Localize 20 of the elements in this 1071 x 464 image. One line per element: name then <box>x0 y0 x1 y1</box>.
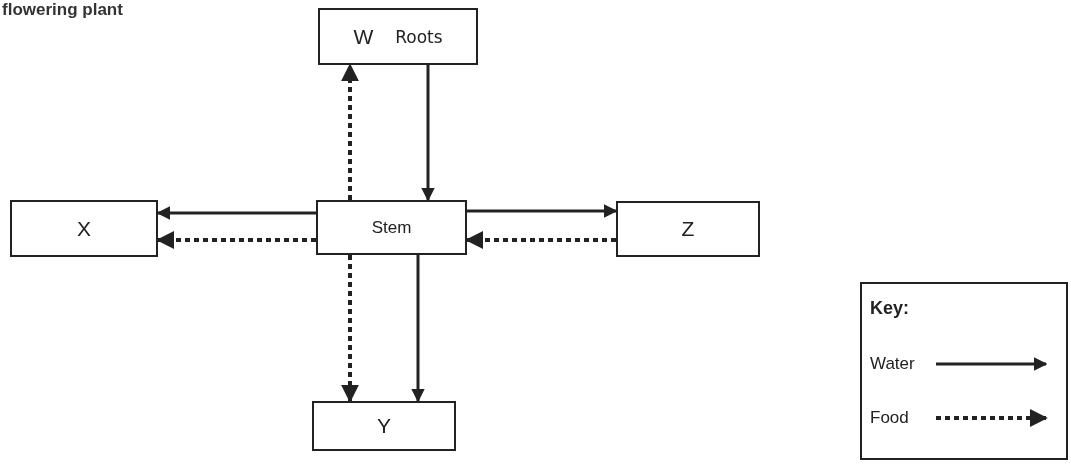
legend-label: Food <box>870 408 910 428</box>
title-text: flowering plant <box>2 0 123 20</box>
node-box <box>616 201 760 257</box>
node-box <box>10 200 158 257</box>
key-title: Key: <box>870 298 909 319</box>
node-label: Y <box>377 414 391 438</box>
node-label: Z <box>681 217 695 241</box>
node-label: W <box>353 24 374 49</box>
arrow <box>341 255 359 403</box>
arrow <box>341 63 359 200</box>
node-label: X <box>77 216 91 241</box>
node-box <box>312 401 456 451</box>
arrow <box>411 255 425 403</box>
node-label: Stem <box>371 217 412 238</box>
arrow <box>467 204 618 218</box>
node-box <box>318 8 478 65</box>
arrow <box>421 65 435 202</box>
legend-label: Water <box>870 354 916 374</box>
handwritten-note: Roots <box>395 26 443 47</box>
node-box <box>316 200 467 255</box>
